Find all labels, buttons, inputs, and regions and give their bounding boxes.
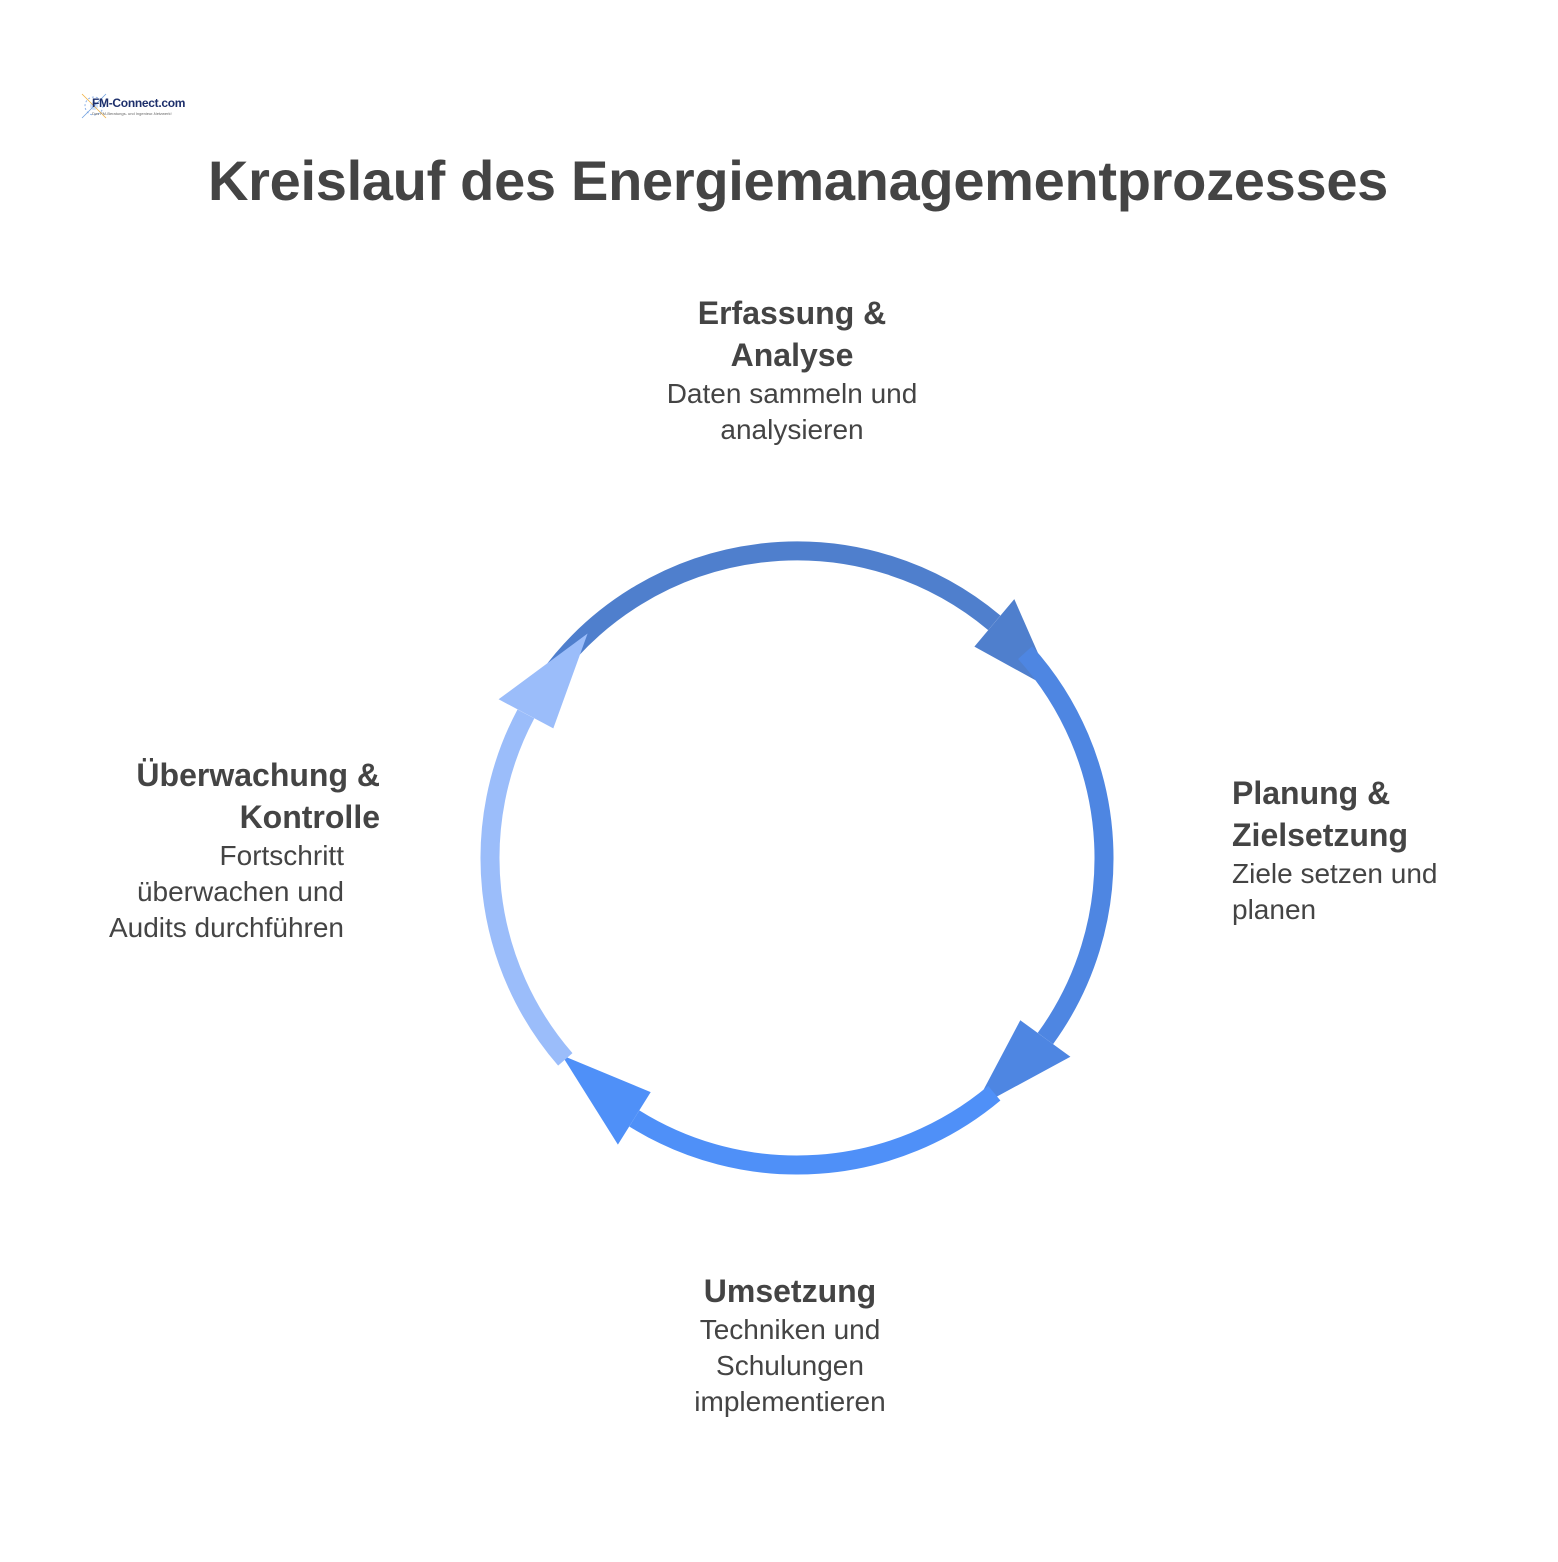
- arrowhead-ueberwachung: [498, 633, 588, 729]
- step-ueberwachung-description: Fortschritt überwachen und Audits durchf…: [108, 840, 344, 943]
- arrow-planung-to-umsetzung: [1018, 646, 1114, 1045]
- step-erfassung: Erfassung & Analyse Daten sammeln und an…: [582, 292, 1002, 448]
- step-ueberwachung: Überwachung & Kontrolle Fortschritt über…: [60, 754, 380, 946]
- step-umsetzung-description: Techniken und Schulungen implementieren: [694, 1314, 886, 1417]
- page-title: Kreislauf des Energiemanagementprozesses: [207, 149, 1389, 212]
- logo-subtitle: Das FM-Beratungs- und Ingenieur-Netzwerk…: [92, 111, 172, 116]
- step-erfassung-description: Daten sammeln und analysieren: [666, 378, 918, 445]
- logo-burst-icon: [81, 93, 107, 119]
- arrow-erfassung-to-planung: [540, 541, 1001, 684]
- step-erfassung-heading: Erfassung & Analyse: [697, 295, 887, 373]
- step-planung: Planung & Zielsetzung Ziele setzen und p…: [1232, 772, 1492, 928]
- fm-connect-logo: FM-Connect.com Das FM-Beratungs- und Ing…: [78, 84, 185, 128]
- arrowhead-planung: [973, 1020, 1071, 1110]
- step-umsetzung-heading: Umsetzung: [703, 1273, 877, 1309]
- arrow-umsetzung-to-ueberwachung: [629, 1085, 1001, 1175]
- step-umsetzung: Umsetzung Techniken und Schulungen imple…: [600, 1270, 980, 1420]
- logo-text: FM-Connect.com: [92, 96, 186, 110]
- step-planung-heading: Planung & Zielsetzung: [1232, 775, 1409, 853]
- arrow-ueberwachung-to-erfassung: [480, 709, 573, 1066]
- step-planung-description: Ziele setzen und planen: [1232, 858, 1438, 925]
- arrowhead-umsetzung: [561, 1055, 651, 1145]
- step-ueberwachung-heading: Überwachung & Kontrolle: [136, 757, 380, 835]
